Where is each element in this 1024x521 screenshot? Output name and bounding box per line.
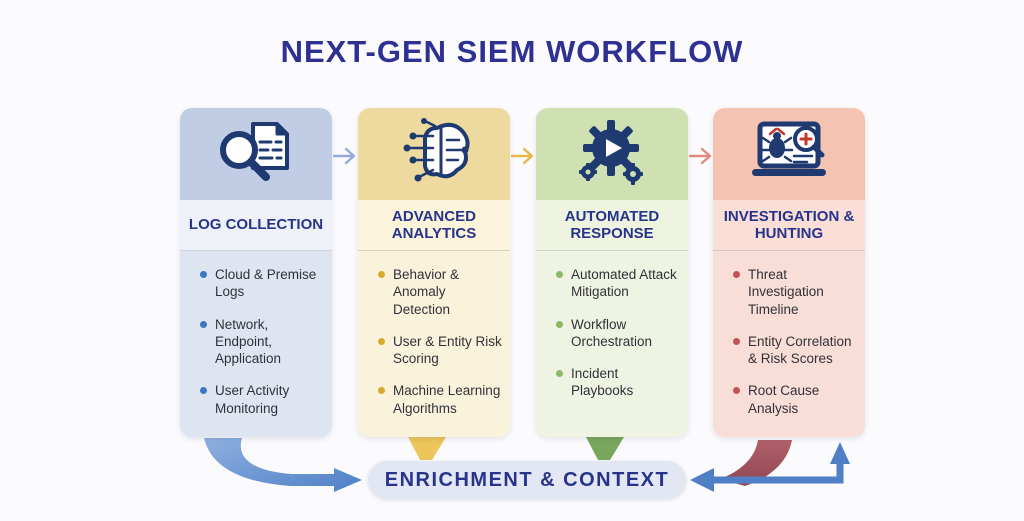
bullet-dot [378, 387, 385, 395]
list-item: Cloud & Premise Logs [200, 266, 328, 301]
bullet-dot [733, 271, 740, 278]
list-item: Incident Playbooks [556, 365, 684, 400]
bullet-dot [200, 320, 207, 328]
list-item: Automated Attack Mitigation [556, 266, 684, 301]
list-item-text: Incident Playbooks [571, 366, 634, 399]
advanced-analytics-icon-area [358, 108, 510, 200]
list-item: Threat Investigation Timeline [733, 266, 861, 318]
column-log-collection: LOG COLLECTION Cloud & Premise Logs Netw… [180, 108, 332, 437]
advanced-analytics-to-enrichment-arrow [408, 437, 446, 460]
log-collection-bullet-list: Cloud & Premise Logs Network, Endpoint, … [180, 251, 332, 437]
flow-arrow-right-icon [510, 147, 534, 165]
list-item: Behavior & Anomaly Detection [378, 266, 506, 318]
bullet-dot [200, 387, 207, 395]
list-item-text: User & Entity Risk Scoring [393, 333, 502, 367]
page-title: NEXT-GEN SIEM WORKFLOW [280, 34, 744, 69]
list-item-text: Cloud & Premise Logs [215, 267, 317, 300]
column-advanced-analytics: ADVANCED ANALYTICS Behavior & Anomaly De… [358, 108, 510, 437]
enrichment-investigation-loop-line [712, 462, 844, 484]
laptop-bug-magnifier-icon [752, 121, 826, 176]
list-item-text: Behavior & Anomaly Detection [393, 267, 460, 317]
gear-play-icon [579, 120, 643, 185]
bullet-dot [556, 320, 563, 328]
magnifier-documents-icon [220, 122, 289, 181]
column-investigation-hunting: INVESTIGATION & HUNTING Threat Investiga… [713, 108, 865, 437]
flow-arrow-right-icon [688, 147, 712, 165]
column-title-advanced-analytics: ADVANCED ANALYTICS [358, 200, 510, 251]
bullet-dot [378, 271, 385, 278]
column-automated-response: AUTOMATED RESPONSE Automated Attack Miti… [536, 108, 688, 437]
list-item-text: Workflow Orchestration [571, 316, 653, 349]
list-item: Workflow Orchestration [556, 316, 684, 351]
loop-arrowhead-left [690, 468, 714, 492]
list-item-text: Automated Attack Mitigation [571, 267, 677, 300]
bullet-dot [733, 337, 740, 345]
bullet-dot [200, 271, 207, 278]
list-item: User Activity Monitoring [200, 382, 328, 417]
bullet-dot [733, 387, 740, 395]
bullet-dot [556, 370, 563, 378]
log-collection-icon-area [180, 108, 332, 200]
investigation-swoosh [720, 440, 792, 486]
list-item: User & Entity Risk Scoring [378, 333, 506, 368]
list-item-text: User Activity Monitoring [215, 383, 290, 416]
list-item: Machine Learning Algorithms [378, 382, 506, 417]
investigation-hunting-bullet-list: Threat Investigation Timeline Entity Cor… [713, 251, 865, 437]
list-item-text: Threat Investigation Timeline [748, 267, 824, 317]
bullet-dot [556, 271, 563, 278]
column-title-automated-response: AUTOMATED RESPONSE [536, 200, 688, 251]
automated-response-to-enrichment-arrow [586, 437, 624, 460]
list-item: Network, Endpoint, Application [200, 316, 328, 368]
investigation-hunting-icon-area [713, 108, 865, 200]
list-item: Entity Correlation & Risk Scores [733, 333, 861, 368]
ai-brain-circuit-icon [403, 118, 470, 182]
list-item: Root Cause Analysis [733, 382, 861, 417]
enrichment-context-pill: ENRICHMENT & CONTEXT [368, 461, 686, 499]
list-item-text: Machine Learning Algorithms [393, 383, 501, 416]
bullet-dot [378, 337, 385, 345]
automated-response-icon-area [536, 108, 688, 200]
advanced-analytics-bullet-list: Behavior & Anomaly Detection User & Enti… [358, 251, 510, 437]
log-collection-to-enrichment-arrow [204, 438, 362, 492]
list-item-text: Network, Endpoint, Application [215, 316, 282, 367]
column-title-log-collection: LOG COLLECTION [180, 200, 332, 251]
loop-arrowhead-up [830, 442, 850, 464]
list-item-text: Root Cause Analysis [748, 383, 820, 416]
automated-response-bullet-list: Automated Attack Mitigation Workflow Orc… [536, 251, 688, 437]
column-title-investigation-hunting: INVESTIGATION & HUNTING [713, 200, 865, 251]
flow-arrow-right-icon [332, 147, 356, 165]
list-item-text: Entity Correlation & Risk Scores [748, 333, 852, 367]
